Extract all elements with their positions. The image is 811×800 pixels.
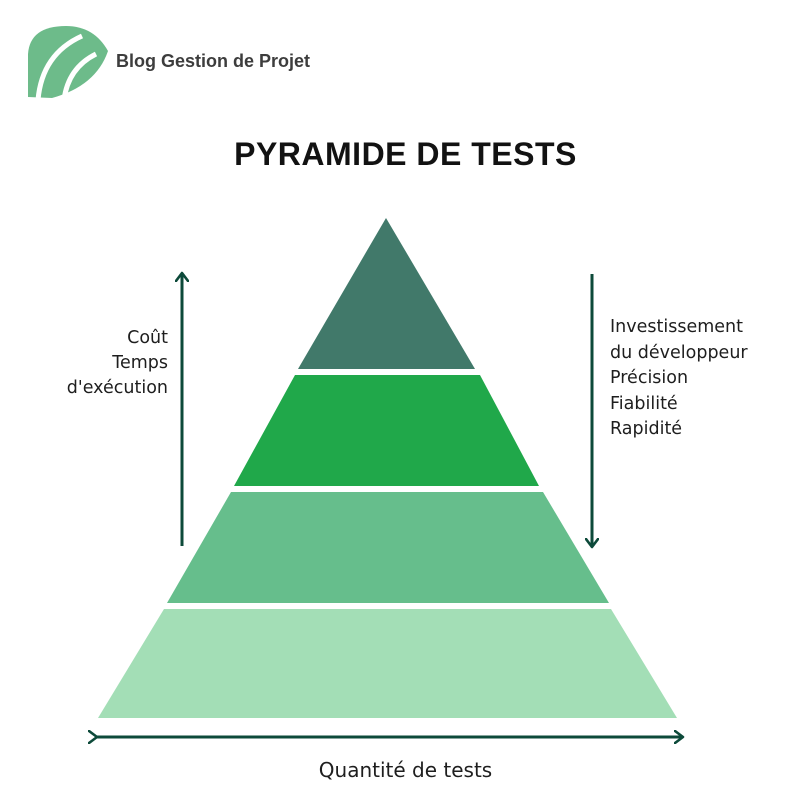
pyramid-layer-top xyxy=(298,218,475,369)
left-axis-labels: Coût Temps d'exécution xyxy=(30,326,168,401)
page-title: PYRAMIDE DE TESTS xyxy=(234,136,577,172)
brand-logo: Blog Gestion de Projet xyxy=(24,24,324,104)
right-axis-label: Précision xyxy=(610,368,689,388)
right-axis-label: Fiabilité xyxy=(610,393,678,414)
pyramid-layer-lower-middle xyxy=(167,492,609,603)
left-axis-label: d'exécution xyxy=(66,378,168,398)
pyramid-layer-upper-middle xyxy=(234,375,539,486)
right-axis-labels: Investissement du développeur Précision … xyxy=(610,315,810,443)
pyramid-layer-base xyxy=(98,609,677,718)
left-axis-label: Coût xyxy=(127,328,168,348)
right-axis-label: du développeur xyxy=(610,342,748,363)
brand-name: Blog Gestion de Projet xyxy=(116,51,311,71)
leaf-logo-icon xyxy=(28,26,108,101)
left-axis-label: Temps xyxy=(112,353,168,373)
right-axis-label: Rapidité xyxy=(610,419,683,439)
right-axis-label: Investissement xyxy=(610,317,743,337)
bottom-axis-label: Quantité de tests xyxy=(318,758,493,782)
